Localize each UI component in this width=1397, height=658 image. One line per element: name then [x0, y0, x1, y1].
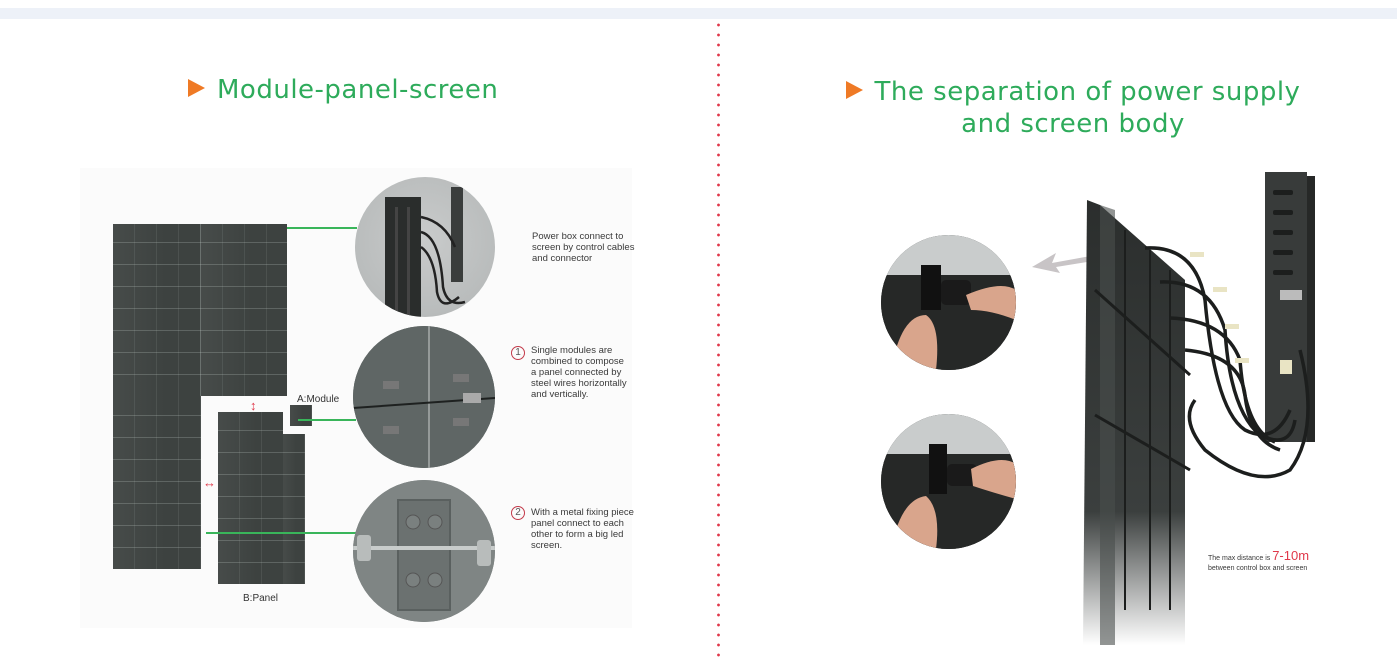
callout-power-box: Power box connect to screen by control c…: [532, 231, 635, 264]
connector-line-2: [298, 419, 356, 421]
power-box-photo: [355, 177, 495, 317]
connector-unplug-photo: [881, 235, 1016, 370]
screen-panel-bottom-left: [113, 396, 201, 569]
callout-fixing: With a metal fixing piece panel connect …: [531, 507, 634, 551]
orange-triangle-bullet-icon: [188, 79, 205, 97]
b-panel-label: B:Panel: [243, 593, 279, 604]
screen-and-powerbox-photo: [1083, 172, 1315, 645]
module-wire-photo: [353, 326, 495, 468]
vertical-double-arrow-icon: ↕: [250, 398, 257, 413]
panel-seam: [200, 224, 201, 396]
screen-panel-top-left: [113, 224, 201, 396]
right-section-title: The separation of power supply and scree…: [838, 76, 1308, 140]
distance-highlight: 7-10m: [1272, 548, 1310, 563]
left-section-title: Module-panel-screen: [188, 74, 498, 106]
horizontal-double-arrow-icon: ↔: [203, 475, 216, 490]
annotation-prefix: The max distance is: [1208, 555, 1273, 562]
a-module: [290, 405, 312, 426]
dotted-divider: [717, 20, 720, 658]
b-panel: [218, 412, 283, 584]
b-panel-lower: [283, 434, 305, 584]
top-bar: [0, 8, 1397, 19]
callout-modules: Single modules are combined to compose a…: [531, 345, 627, 400]
number-badge-1: 1: [511, 346, 525, 360]
number-badge-2: 2: [511, 506, 525, 520]
left-title-text: Module-panel-screen: [217, 75, 499, 105]
max-distance-annotation: The max distance is 7-10m between contro…: [1208, 548, 1310, 574]
annotation-suffix: between control box and screen: [1208, 565, 1308, 572]
orange-triangle-bullet-icon: [845, 81, 863, 99]
right-title-text: The separation of power supply and scree…: [874, 77, 1301, 139]
connector-line-1: [287, 227, 357, 229]
fixing-piece-photo: [353, 480, 495, 622]
a-module-label: A:Module: [297, 394, 340, 405]
connector-plug-photo: [881, 414, 1016, 549]
connector-line-3: [206, 532, 356, 534]
screen-panel-top-right: [201, 224, 287, 396]
